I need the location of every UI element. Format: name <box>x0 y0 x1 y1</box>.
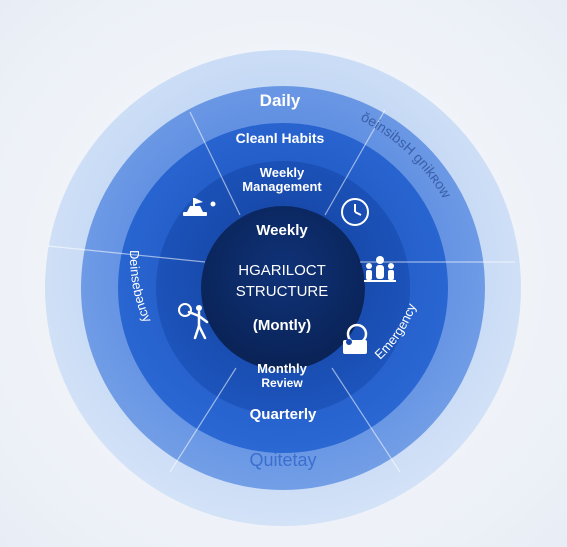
ring3-label-top-2: Management <box>242 179 322 194</box>
ring3-label-top-1: Weekly <box>260 165 305 180</box>
ring3-label-bottom-2: Review <box>261 376 303 390</box>
outer-label-top: Daily <box>260 91 301 110</box>
sector-dividers <box>47 109 515 473</box>
family-icon <box>364 256 396 282</box>
ring3-label-bottom-1: Monthly <box>257 361 308 376</box>
center-label-top: Weekly <box>256 222 308 239</box>
person-walking-icon <box>178 303 209 340</box>
core-circle <box>201 206 365 370</box>
shield-person-icon <box>343 323 368 354</box>
center-label-bottom: (Montly) <box>253 317 311 334</box>
ship-icon <box>183 198 216 216</box>
center-title-line1: HGARILOCT <box>238 262 326 279</box>
ring2-label-bottom: Quarterly <box>250 406 317 423</box>
center-title-line2: STRUCTURE <box>236 283 329 300</box>
clock-icon <box>341 198 369 226</box>
outer-label-bottom: Quitetay <box>249 450 316 470</box>
ring2-label-top: Cleanl Habits <box>236 130 325 146</box>
